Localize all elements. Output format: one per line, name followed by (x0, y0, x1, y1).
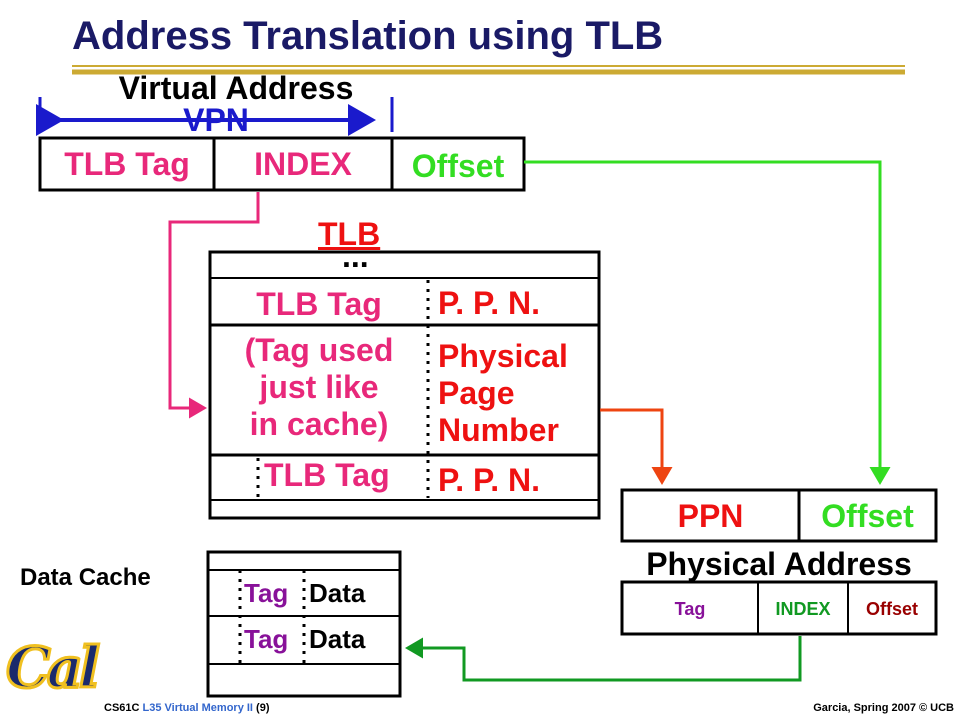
tlb-row1-tag: TLB Tag (256, 286, 382, 322)
cache-row1-tag: Tag (244, 578, 289, 608)
pa-offset-field: Offset (821, 498, 914, 534)
tlb-to-ppn-arrow (600, 408, 673, 485)
cache-address-box (620, 580, 938, 636)
footer-left: CS61C L35 Virtual Memory II (9) (104, 702, 270, 714)
cache-row1-data: Data (309, 578, 366, 608)
vpn-span-arrow (36, 97, 394, 136)
virtual-address-label: Virtual Address (118, 70, 354, 106)
data-cache-box (206, 550, 402, 698)
offset-to-physical-arrow (524, 160, 891, 485)
va-tlb-tag-field: TLB Tag (64, 146, 190, 182)
tlb-row3-tag: TLB Tag (264, 457, 390, 493)
tlb-tag-note-line3: in cache) (249, 406, 389, 442)
tlb-ppn-note-line2: Page (438, 375, 515, 411)
cal-logo: Cal (4, 635, 101, 701)
va-offset-field: Offset (411, 148, 505, 184)
footer-lecture: L35 Virtual Memory II (142, 702, 253, 714)
footer-credit: Garcia, Spring 2007 © UCB (813, 702, 954, 714)
tlb-ppn-note-line3: Number (438, 412, 559, 448)
footer-course: CS61C (104, 702, 140, 714)
tlb-box (208, 250, 601, 520)
tlb-label: TLB (318, 216, 381, 252)
cache-offset-field: Offset (865, 599, 918, 619)
index-to-cache-arrow (405, 636, 802, 682)
physical-address-box (620, 488, 938, 543)
title-underline (72, 65, 905, 75)
va-index-field: INDEX (254, 146, 352, 182)
footer-page: (9) (256, 702, 270, 714)
cache-row2-tag: Tag (244, 624, 289, 654)
tlb-ppn-note-line1: Physical (438, 338, 568, 374)
tlb-tag-note-line2: just like (259, 369, 379, 405)
tlb-tag-note-line1: (Tag used (244, 332, 394, 368)
physical-address-label: Physical Address (646, 546, 912, 582)
page-title: Address Translation using TLB (72, 14, 664, 58)
tlb-row3-ppn: P. P. N. (438, 462, 540, 498)
vpn-label: VPN (183, 102, 249, 138)
data-cache-label: Data Cache (20, 564, 151, 591)
cache-index-field: INDEX (775, 599, 831, 619)
index-to-tlb-arrow (168, 192, 260, 419)
tlb-ellipsis: ... (342, 238, 369, 274)
virtual-address-box (38, 136, 526, 192)
cache-row2-data: Data (309, 624, 366, 654)
pa-ppn-field: PPN (677, 498, 744, 534)
cache-tag-field: Tag (674, 599, 706, 619)
tlb-row1-ppn: P. P. N. (438, 285, 540, 321)
